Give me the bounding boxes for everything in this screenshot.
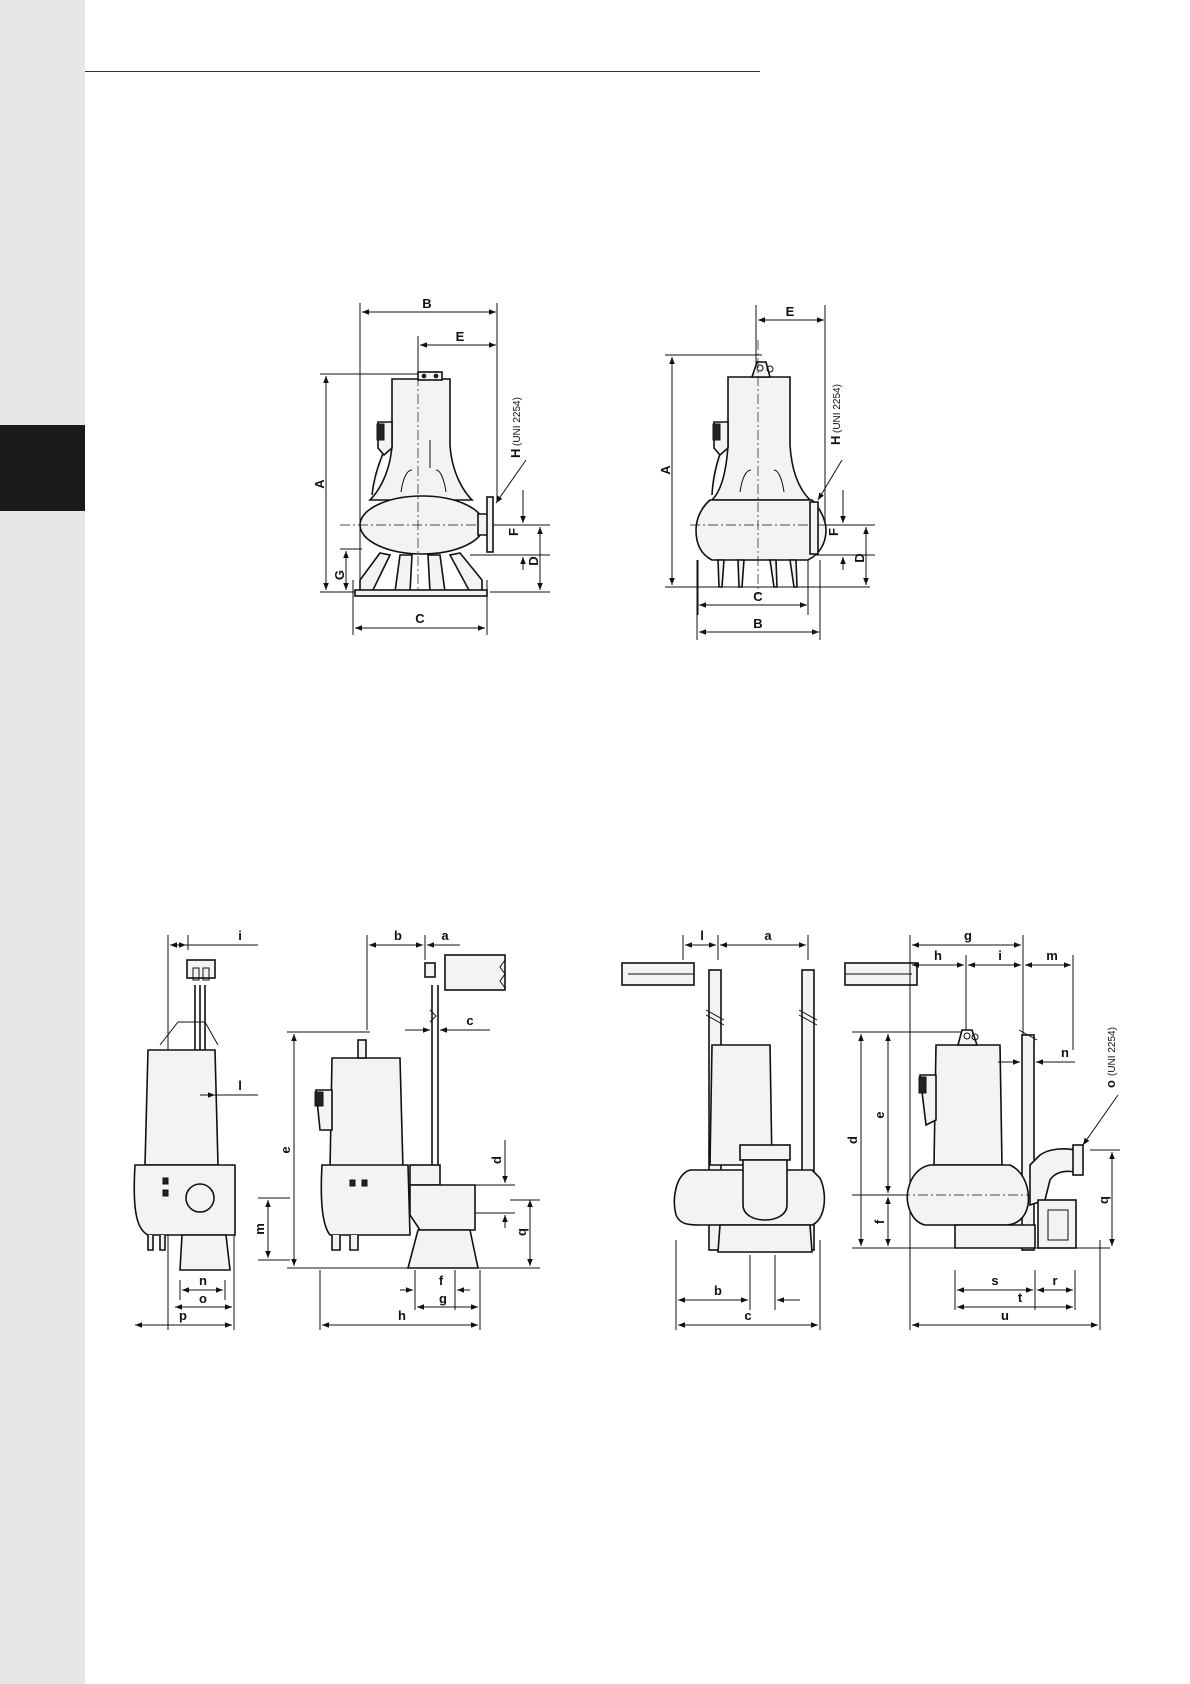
dim-label-l: l [238, 1078, 242, 1093]
dim-note-uni-2254: (UNI 2254) [832, 384, 843, 433]
dim-label-F: F [826, 528, 841, 536]
dim-label-F: F [506, 528, 521, 536]
dim-label-c: c [744, 1308, 751, 1323]
dim-label-o: o [199, 1291, 207, 1306]
dim-label-n: n [199, 1273, 207, 1288]
dim-label-b: b [714, 1283, 722, 1298]
dim-label-m: m [1046, 948, 1058, 963]
dim-label-f: f [872, 1219, 887, 1224]
dim-label-m: m [252, 1223, 267, 1235]
dim-label-i: i [998, 948, 1002, 963]
dim-label-g: g [964, 928, 972, 943]
dim-label-A: A [312, 479, 327, 489]
dim-label-B: B [422, 296, 431, 311]
dim-label-n: n [1061, 1045, 1069, 1060]
dim-label-d: d [489, 1156, 504, 1164]
dim-label-G: G [332, 570, 347, 580]
dim-label-C: C [415, 611, 425, 626]
dim-label-D: D [526, 556, 541, 565]
dim-label-a: a [764, 928, 772, 943]
dim-label-s: s [991, 1273, 998, 1288]
pump-feet-drawing: E A C B F D H (UNI 2254) [658, 304, 875, 640]
dim-label-i: i [238, 928, 242, 943]
dim-label-r: r [1052, 1273, 1057, 1288]
dim-label-h: h [934, 948, 942, 963]
dim-label-e: e [278, 1146, 293, 1153]
dim-label-A: A [658, 465, 673, 475]
dim-label-q: q [1096, 1196, 1111, 1204]
dim-label-u: u [1001, 1308, 1009, 1323]
guide-rail-drawing: i l m n o p [134, 928, 540, 1330]
dim-note-uni-2254: (UNI 2254) [1107, 1027, 1118, 1076]
dim-label-e: e [872, 1111, 887, 1118]
dim-label-g: g [439, 1291, 447, 1306]
dim-label-h: h [398, 1308, 406, 1323]
dim-label-d: d [845, 1136, 860, 1144]
pump-stand-drawing: B E A G C F D H (UNI 2254) [312, 296, 550, 635]
dim-label-H: H [828, 436, 843, 445]
dim-label-c: c [466, 1013, 473, 1028]
dim-note-uni-2254: (UNI 2254) [512, 397, 523, 446]
dim-label-D: D [852, 553, 867, 562]
dim-label-B: B [753, 616, 762, 631]
dim-label-E: E [786, 304, 795, 319]
dim-label-H: H [508, 449, 523, 458]
dim-label-p: p [179, 1308, 187, 1323]
dim-label-t: t [1018, 1290, 1023, 1305]
twin-rail-drawing: l a b c [622, 928, 1120, 1330]
dim-label-b: b [394, 928, 402, 943]
dim-label-C: C [753, 589, 763, 604]
dim-label-E: E [456, 329, 465, 344]
dim-label-q: q [514, 1228, 529, 1236]
dim-label-o: o [1103, 1080, 1118, 1088]
dim-label-f: f [439, 1273, 444, 1288]
dim-label-l: l [700, 928, 704, 943]
dim-label-a: a [441, 928, 449, 943]
